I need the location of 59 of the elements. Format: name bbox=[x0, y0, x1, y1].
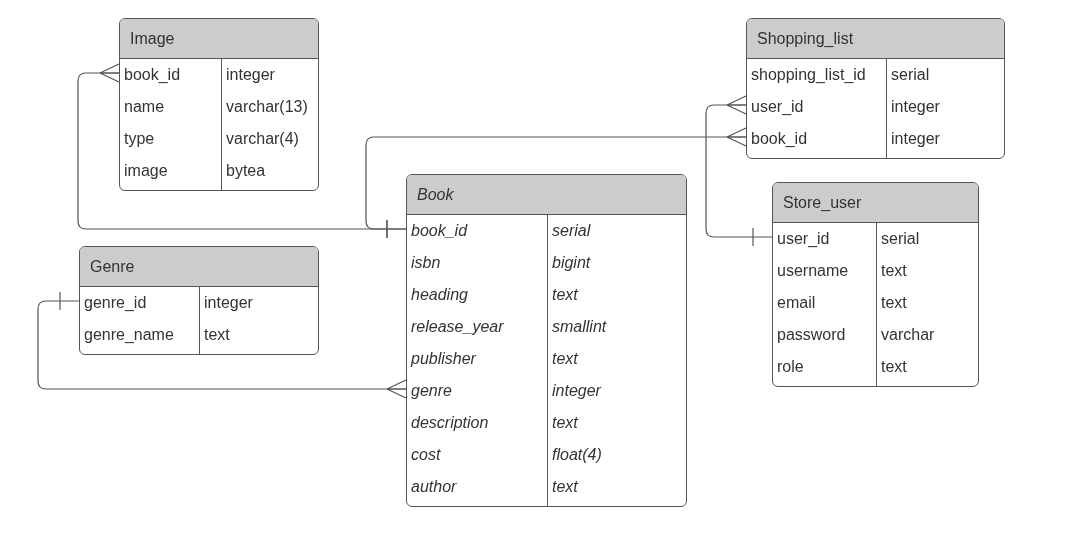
column-name: genre_id bbox=[83, 293, 148, 313]
entity-table bbox=[746, 18, 1005, 159]
column-type: bigint bbox=[551, 253, 591, 273]
table-title: Image bbox=[120, 19, 318, 59]
column-type: varchar(4) bbox=[225, 129, 299, 149]
column-type: float(4) bbox=[551, 445, 602, 465]
column-name: publisher bbox=[409, 349, 478, 369]
entity-table bbox=[772, 182, 979, 387]
column-type: text bbox=[880, 357, 907, 377]
column-type: text bbox=[551, 413, 578, 433]
column-name: book_id bbox=[750, 129, 809, 149]
entity-table bbox=[79, 246, 319, 355]
column-type: varchar bbox=[880, 325, 935, 345]
column-type: text bbox=[880, 261, 907, 281]
column-name: genre bbox=[410, 381, 453, 401]
column-type: smallint bbox=[551, 317, 607, 337]
entity-table bbox=[119, 18, 319, 191]
column-type: serial bbox=[880, 229, 920, 249]
column-name: genre_name bbox=[83, 325, 175, 345]
column-name: book_id bbox=[410, 221, 469, 241]
column-name: image bbox=[123, 161, 169, 181]
table-title: Shopping_list bbox=[747, 19, 1004, 59]
column-name: book_id bbox=[123, 65, 182, 85]
column-type: text bbox=[880, 293, 907, 313]
column-name: password bbox=[776, 325, 847, 345]
column-name: heading bbox=[410, 285, 469, 305]
column-name: description bbox=[410, 413, 490, 433]
column-name: type bbox=[123, 129, 156, 149]
column-type: integer bbox=[551, 381, 601, 401]
column-type: text bbox=[551, 285, 578, 305]
column-name: username bbox=[776, 261, 850, 281]
column-type: serial bbox=[890, 65, 930, 85]
column-type: text bbox=[551, 349, 578, 369]
column-name: name bbox=[123, 97, 166, 117]
column-type: integer bbox=[890, 129, 940, 149]
entity-table bbox=[406, 174, 687, 507]
column-type: integer bbox=[890, 97, 940, 117]
column-type: text bbox=[203, 325, 230, 345]
column-type: bytea bbox=[225, 161, 266, 181]
column-name: shopping_list_id bbox=[750, 65, 867, 85]
column-type: integer bbox=[203, 293, 253, 313]
column-type: serial bbox=[551, 221, 591, 241]
column-name: user_id bbox=[776, 229, 831, 249]
column-name: role bbox=[776, 357, 805, 377]
table-title: Genre bbox=[80, 247, 318, 287]
relationship-line bbox=[705, 95, 773, 247]
column-type: integer bbox=[225, 65, 275, 85]
relationship-line bbox=[365, 127, 747, 239]
relationship-line bbox=[37, 291, 407, 399]
column-name: release_year bbox=[410, 317, 505, 337]
column-type: varchar(13) bbox=[225, 97, 308, 117]
column-name: isbn bbox=[410, 253, 442, 273]
column-name: email bbox=[776, 293, 817, 313]
column-name: user_id bbox=[750, 97, 805, 117]
column-name: cost bbox=[410, 445, 442, 465]
column-name: author bbox=[410, 477, 458, 497]
table-title: Store_user bbox=[773, 183, 978, 223]
column-type: text bbox=[551, 477, 578, 497]
table-title: Book bbox=[407, 175, 686, 215]
